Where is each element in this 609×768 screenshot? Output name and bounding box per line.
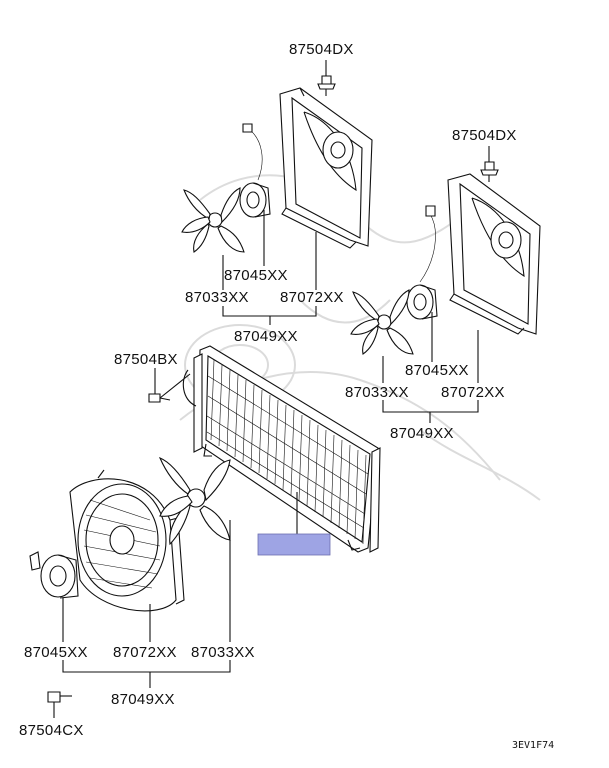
motor-upper[interactable] xyxy=(239,123,271,218)
label-bolt-left: 87504BX xyxy=(114,351,178,368)
label-assembly-lower: 87049XX xyxy=(111,691,175,708)
upper-fan-assembly xyxy=(181,60,373,325)
label-assembly-right: 87049XX xyxy=(390,425,454,442)
bolt-left[interactable] xyxy=(148,368,191,403)
label-shroud-lower: 87072XX xyxy=(113,644,177,661)
label-fan-upper: 87033XX xyxy=(185,289,249,306)
label-bolt-top-center: 87504DX xyxy=(289,41,354,58)
condenser-part-highlight[interactable] xyxy=(257,533,331,556)
lower-fan-assembly xyxy=(29,456,231,718)
label-motor-upper: 87045XX xyxy=(224,267,288,284)
shroud-upper[interactable] xyxy=(279,87,373,249)
fan-upper[interactable] xyxy=(181,187,245,253)
label-shroud-upper: 87072XX xyxy=(280,289,344,306)
label-shroud-right: 87072XX xyxy=(441,384,505,401)
fan-lower[interactable] xyxy=(158,456,231,546)
label-assembly-upper: 87049XX xyxy=(234,328,298,345)
fan-right[interactable] xyxy=(350,289,414,355)
label-fan-lower: 87033XX xyxy=(191,644,255,661)
label-motor-right: 87045XX xyxy=(405,362,469,379)
bolt-upper-center[interactable] xyxy=(317,75,336,96)
shroud-right[interactable] xyxy=(447,173,541,335)
label-bolt-bottom-left: 87504CX xyxy=(19,722,84,739)
bolt-bottom-left[interactable] xyxy=(47,691,72,718)
label-motor-lower: 87045XX xyxy=(24,644,88,661)
right-fan-assembly xyxy=(350,146,541,423)
condenser-fins xyxy=(206,359,369,545)
label-bolt-top-right: 87504DX xyxy=(452,127,517,144)
bolt-top-right[interactable] xyxy=(480,161,499,182)
motor-right[interactable] xyxy=(406,205,438,320)
motor-lower[interactable] xyxy=(29,551,79,599)
diagram-code: 3EV1F74 xyxy=(512,740,554,751)
condenser[interactable] xyxy=(182,345,381,553)
shroud-lower[interactable] xyxy=(69,469,185,612)
label-fan-right: 87033XX xyxy=(345,384,409,401)
